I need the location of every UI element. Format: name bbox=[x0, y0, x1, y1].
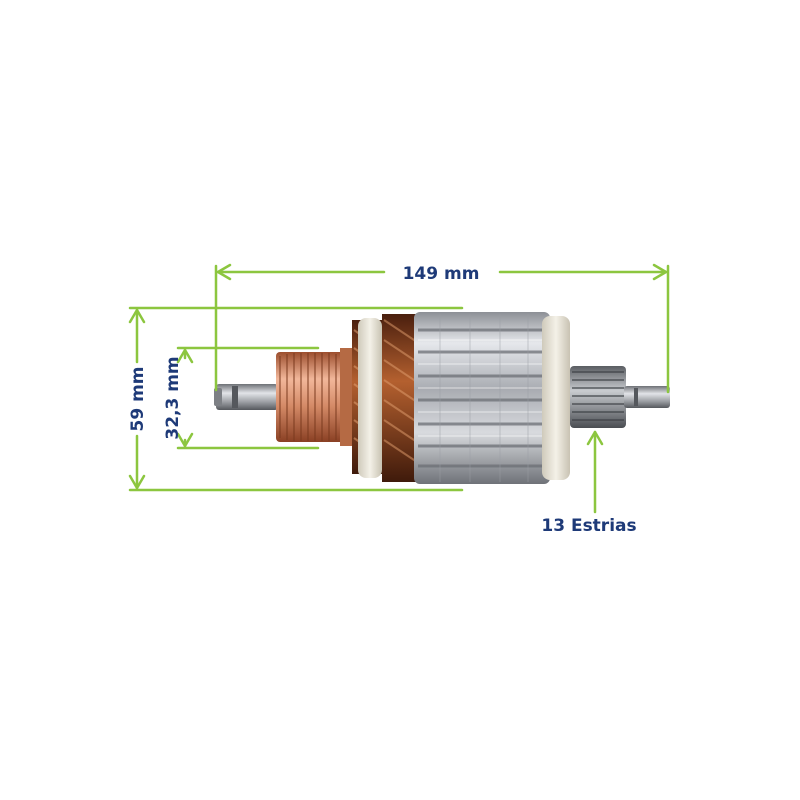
length-label: 149 mm bbox=[403, 264, 480, 284]
right-shaft bbox=[624, 386, 670, 408]
armature-part bbox=[214, 312, 670, 484]
pinion-gear bbox=[570, 366, 626, 428]
outer-diameter-label: 59 mm bbox=[128, 366, 148, 431]
insulator-ring-right bbox=[542, 316, 570, 480]
commutator bbox=[276, 348, 358, 446]
dimension-lines bbox=[128, 263, 670, 514]
splines-label: 13 Estrias bbox=[541, 516, 636, 536]
insulator-ring-left bbox=[358, 318, 382, 478]
laminated-core bbox=[414, 312, 550, 484]
commutator-diameter-label: 32,3 mm bbox=[163, 356, 183, 439]
left-shaft bbox=[214, 384, 278, 410]
